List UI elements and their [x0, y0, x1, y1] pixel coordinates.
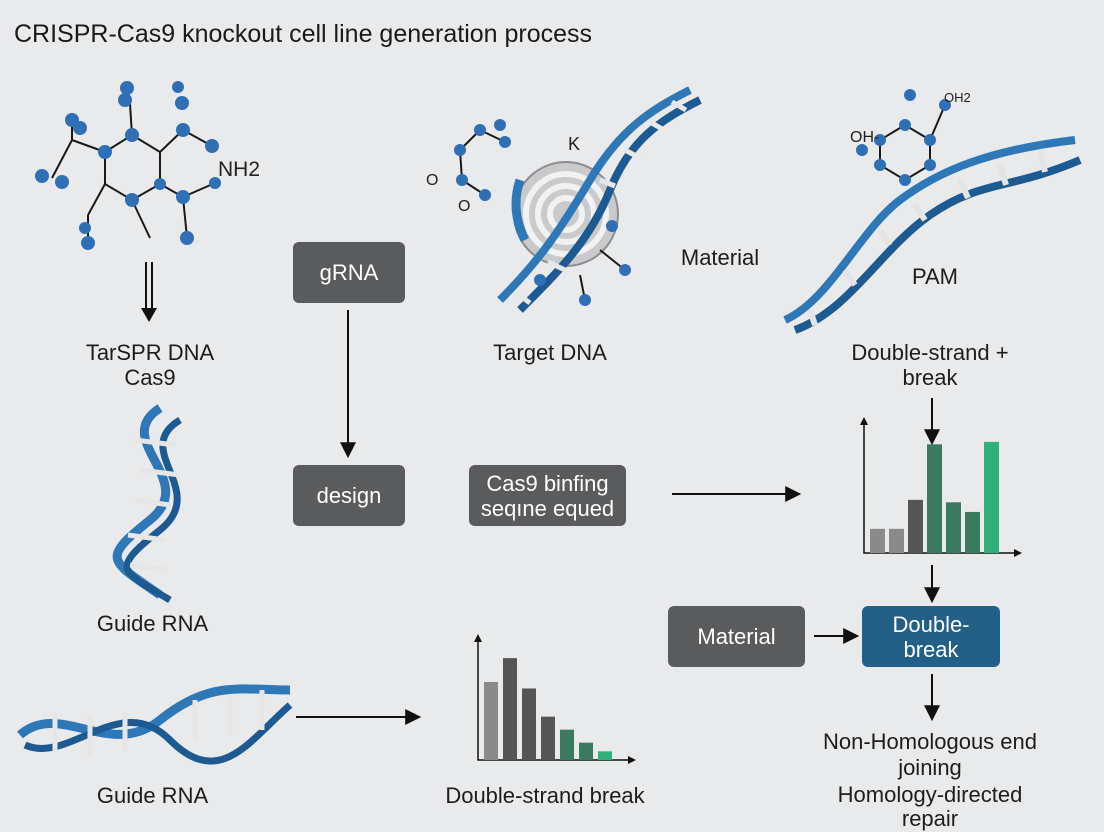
o-label-1: O — [426, 172, 439, 189]
chart-bar — [503, 658, 517, 760]
chart-bar — [560, 729, 574, 760]
guide-rna-vertical-helix — [112, 404, 182, 604]
label-double-strand-bottom: Double-strand break — [445, 783, 645, 808]
label-hdr-2: repair — [901, 806, 959, 831]
diagram-title: CRISPR-Cas9 knockout cell line generatio… — [14, 20, 593, 48]
chart-bar — [965, 511, 980, 553]
oh-label: OH- — [850, 129, 880, 146]
label-cas9: Cas9 — [124, 365, 176, 390]
label-double-strand-top-1: Double-strand + — [851, 340, 1009, 365]
chart-bar — [889, 528, 904, 553]
label-nhej-2: joining — [898, 755, 962, 780]
chart-bar — [927, 444, 942, 553]
chart-bar — [541, 716, 555, 760]
chart-axes — [863, 423, 1014, 554]
chart-bar — [946, 502, 961, 553]
chart-bar — [522, 688, 536, 760]
double-break-line-2: break — [903, 636, 959, 662]
double-break-line-1: Double- — [892, 611, 970, 637]
label-pam: PAM — [911, 264, 959, 289]
label-guide-rna-bottom: Guide RNA — [96, 783, 209, 808]
guide-rna-horizontal-helix — [17, 684, 293, 765]
chart-bar — [984, 441, 999, 553]
label-guide-rna-mid: Guide RNA — [96, 611, 209, 636]
bar-chart-top-right — [860, 417, 1022, 557]
bar-chart-bottom-center — [474, 634, 636, 764]
material-box: Material — [668, 606, 805, 667]
chart-bar — [579, 742, 593, 760]
chart-bar — [870, 528, 885, 553]
o-label-2: O — [458, 198, 471, 215]
label-nhej-1: Non-Homologous end — [822, 729, 1038, 754]
chart-axes — [477, 640, 628, 761]
design-box: design — [293, 465, 405, 526]
chart-bar — [598, 751, 612, 760]
label-target-dna: Target DNA — [493, 340, 607, 365]
cas9-binding-line-2: seqıne equed — [480, 495, 615, 521]
y-axis-arrowhead — [860, 417, 868, 425]
grna-box: gRNA — [293, 242, 405, 303]
nh2-label: NH2 — [218, 158, 261, 181]
oh2-label: OH2 — [944, 90, 971, 105]
label-material-top: Material — [680, 245, 760, 270]
cas9-binding-line-1: Cas9 binfing — [486, 470, 609, 496]
x-axis-arrowhead — [628, 756, 636, 764]
chart-bar — [484, 681, 498, 760]
label-tarspr-dna: TarSPR DNA — [85, 340, 215, 365]
cas9-complex-illustration — [454, 86, 702, 313]
y-axis-arrowhead — [474, 634, 482, 642]
chart-bar — [908, 499, 923, 553]
k-label: K — [568, 134, 581, 154]
double-arrow-down — [141, 262, 157, 322]
label-hdr-1: Homology-directed — [837, 782, 1023, 807]
molecule-atoms-left — [35, 81, 221, 250]
pam-helix-illustration — [783, 89, 1082, 334]
double-break-box: Double- break — [862, 606, 1000, 667]
cas9-binding-box: Cas9 binfing seqıne equed — [469, 465, 626, 526]
label-double-strand-top-2: break — [902, 365, 958, 390]
x-axis-arrowhead — [1014, 549, 1022, 557]
